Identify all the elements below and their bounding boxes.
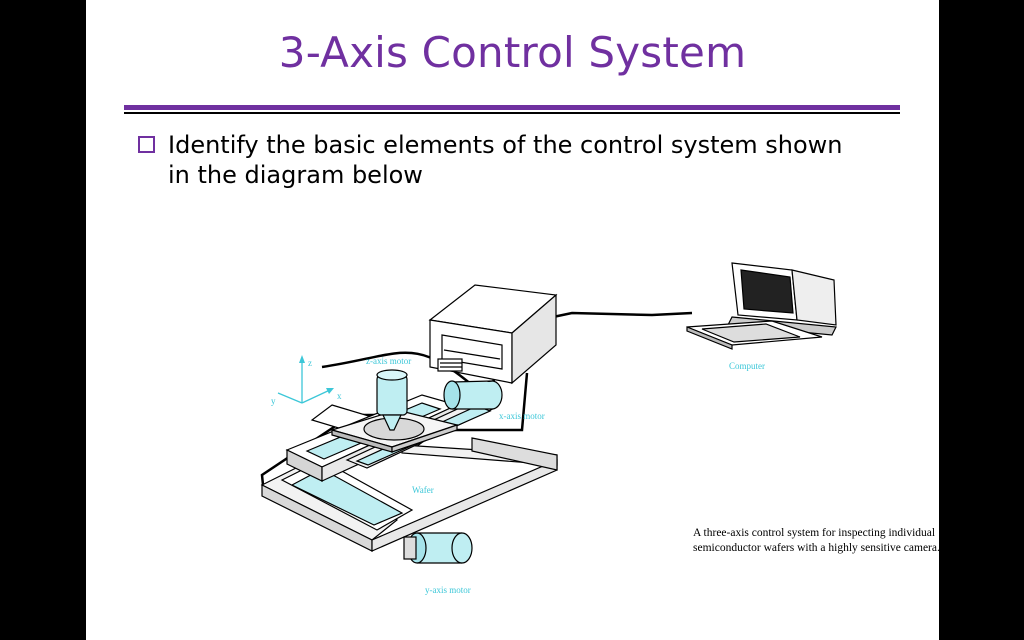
slide-title: 3-Axis Control System (278, 28, 747, 77)
y-motor-label: y-axis motor (425, 585, 471, 595)
axis-z-label: z (308, 358, 312, 368)
table-assembly (260, 369, 558, 564)
control-system-diagram: z-axis motor x-axis motor y-axis motor W… (172, 255, 939, 600)
title-rule-black (124, 112, 900, 114)
computer-label: Computer (729, 361, 765, 371)
diagram-svg (260, 262, 837, 564)
x-motor-label: x-axis motor (499, 411, 545, 421)
axis-triad (277, 355, 334, 404)
slide: 3-Axis Control System Identify the basic… (86, 0, 939, 640)
checkbox-bullet-icon (138, 136, 155, 153)
bullet-text: Identify the basic elements of the contr… (168, 131, 843, 189)
bullet-item: Identify the basic elements of the contr… (138, 130, 858, 190)
computer (686, 262, 837, 350)
figure-caption: A three-axis control system for inspecti… (693, 527, 939, 554)
wafer-label: Wafer (412, 485, 434, 495)
z-motor-label: z-axis motor (366, 356, 412, 366)
axis-x-label: x (337, 391, 342, 401)
axis-y-label: y (271, 396, 276, 406)
title-rule-purple (124, 105, 900, 110)
computer-cable (552, 311, 693, 319)
controller-box (428, 284, 558, 385)
